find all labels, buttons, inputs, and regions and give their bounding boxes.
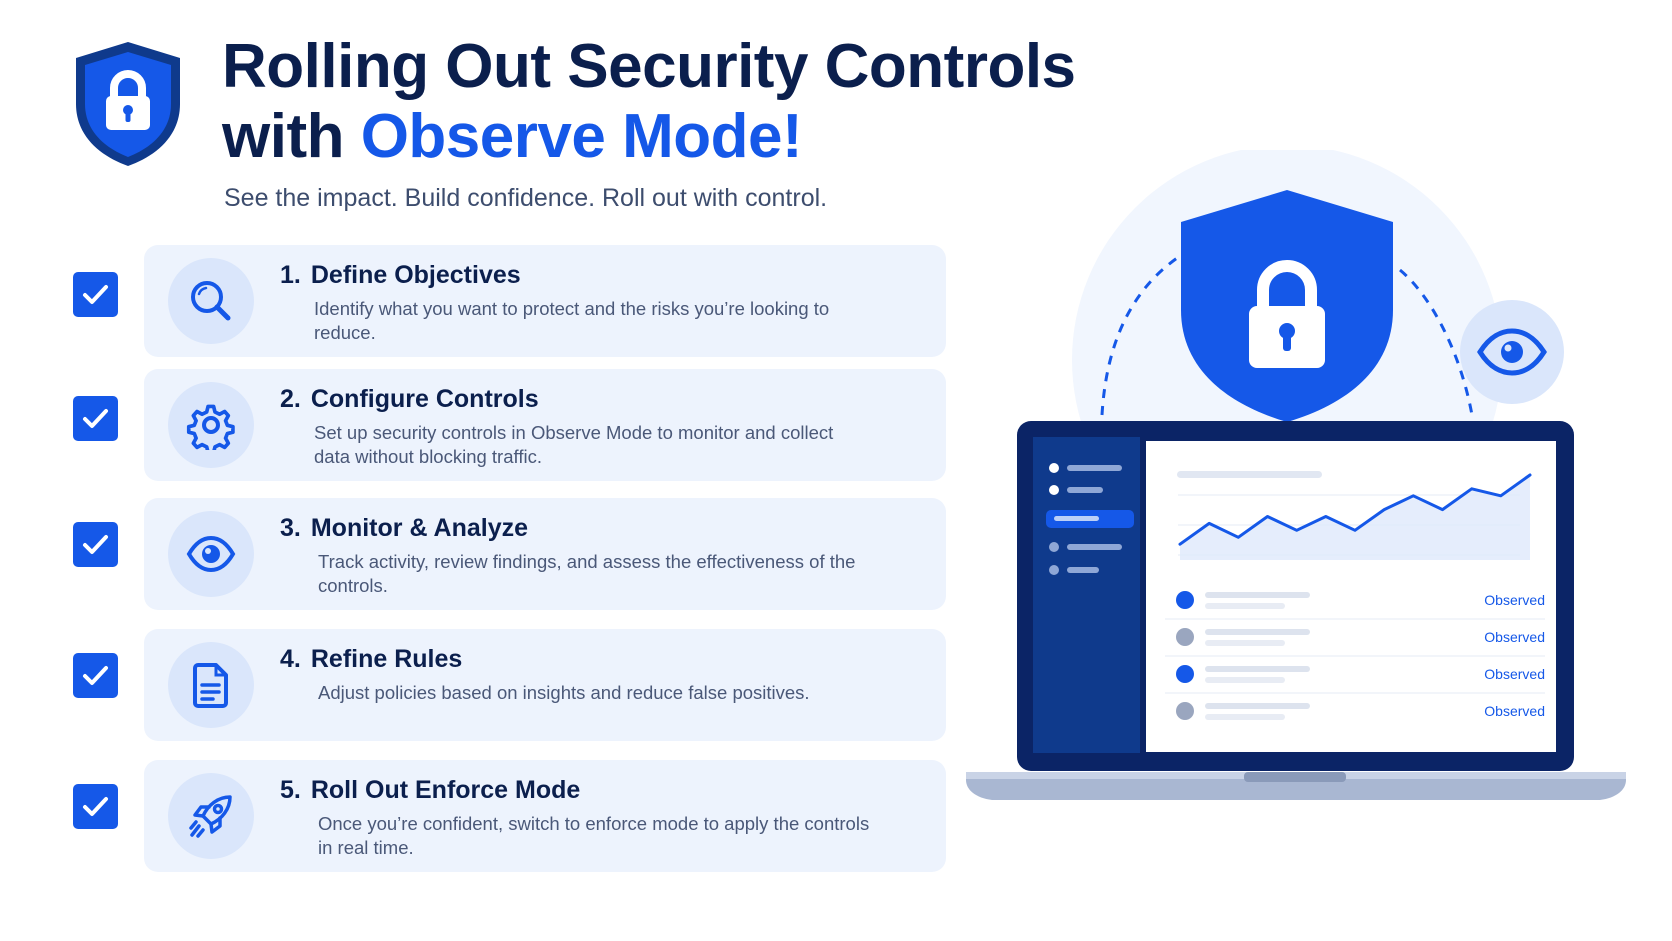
chart-title-placeholder (1177, 471, 1322, 478)
status-dot (1176, 591, 1194, 609)
step-1-title-text: Define Objectives (310, 261, 521, 289)
step-1-description: Identify what you want to protect and th… (314, 298, 830, 343)
page-subtitle: See the impact. Build confidence. Roll o… (224, 184, 828, 212)
status-dot (1176, 702, 1194, 720)
status-label: Observed (1484, 703, 1545, 719)
laptop-sidebar (1033, 437, 1140, 753)
step-1-number: 1. (280, 261, 301, 289)
checkmark-icon (83, 535, 108, 554)
step-5-description: Once you’re confident, switch to enforce… (318, 813, 870, 858)
status-row: Observed (1165, 655, 1545, 683)
step-1-checkbox[interactable] (73, 272, 118, 317)
status-row: Observed (1176, 591, 1545, 609)
observe-eye-icon (1460, 300, 1564, 404)
step-4-title: 4. Refine Rules (280, 645, 462, 674)
step-4-description: Adjust policies based on insights and re… (318, 682, 810, 703)
gear-icon (186, 404, 235, 450)
step-2-icon-circle (168, 382, 254, 468)
step-1-icon-circle (168, 258, 254, 344)
step-4-title-text: Refine Rules (310, 645, 463, 673)
step-4-checkbox[interactable] (73, 653, 118, 698)
shield-lock-logo-icon (76, 42, 180, 166)
step-3-icon-circle (168, 511, 254, 597)
status-dot (1176, 665, 1194, 683)
dashed-arc-right (1399, 268, 1474, 416)
page-title: Rolling Out Security Controls with Obser… (222, 32, 1076, 172)
step-5-checkbox[interactable] (73, 784, 118, 829)
step-3-checkbox[interactable] (73, 522, 118, 567)
step-3-description: Track activity, review findings, and ass… (318, 551, 856, 596)
step-3-number: 3. (280, 514, 301, 542)
checkmark-icon (83, 666, 108, 685)
magnifier-icon (191, 281, 231, 321)
step-card-3: 3. Monitor & Analyze Track activity, revi… (144, 498, 946, 610)
title-accent: Observe Mode! (360, 102, 803, 171)
step-4-number: 4. (280, 645, 301, 673)
step-5-title-text: Roll Out Enforce Mode (310, 776, 581, 804)
step-card-1: 1. Define Objectives Identify what you wa… (144, 245, 946, 357)
step-5-icon-circle (168, 773, 254, 859)
step-card-4: 4. Refine Rules Adjust policies based on … (144, 629, 946, 741)
title-line-2-prefix: with (222, 102, 361, 171)
step-5-number: 5. (280, 776, 301, 804)
status-label: Observed (1484, 666, 1545, 682)
checkmark-icon (83, 797, 108, 816)
step-card-2: 2. Configure Controls Set up security con… (144, 369, 946, 481)
status-label: Observed (1484, 629, 1545, 645)
step-2-title-text: Configure Controls (310, 385, 539, 413)
checkmark-icon (83, 409, 108, 428)
step-1-title: 1. Define Objectives (280, 261, 521, 290)
trend-area (1180, 475, 1530, 560)
status-dot (1176, 628, 1194, 646)
status-row: Observed (1165, 692, 1545, 720)
step-2-description: Set up security controls in Observe Mode… (314, 422, 834, 467)
step-2-checkbox[interactable] (73, 396, 118, 441)
rocket-icon (189, 795, 232, 838)
sidebar-menu (1046, 463, 1134, 575)
step-3-title-text: Monitor & Analyze (310, 514, 528, 542)
security-shield-icon (1181, 190, 1393, 422)
status-label: Observed (1484, 592, 1545, 608)
title-line-1: Rolling Out Security Controls (222, 32, 1076, 101)
step-5-title: 5. Roll Out Enforce Mode (280, 776, 580, 805)
document-icon (193, 663, 228, 708)
step-2-title: 2. Configure Controls (280, 385, 539, 414)
trend-line (1178, 473, 1532, 546)
step-4-icon-circle (168, 642, 254, 728)
checkmark-icon (83, 285, 108, 304)
step-3-title: 3. Monitor & Analyze (280, 514, 528, 543)
eye-icon (186, 535, 236, 573)
status-row: Observed (1165, 618, 1545, 646)
step-2-number: 2. (280, 385, 301, 413)
step-card-5: 5. Roll Out Enforce Mode Once you’re conf… (144, 760, 946, 872)
